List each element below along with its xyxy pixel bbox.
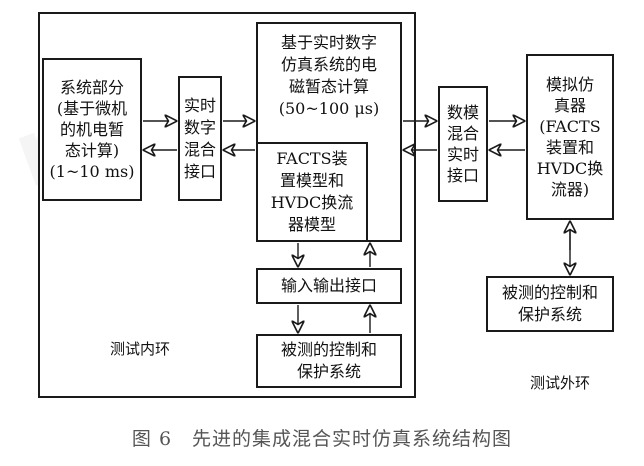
em-transient-line: 基于实时数字 [280,33,377,52]
da-interface-line: 实时 [446,145,479,164]
system-part-line: 的机电暂 [59,120,124,139]
analog-sim-line: (FACTS [539,117,601,136]
rt-interface-line: 混合 [183,139,216,159]
rt-interface-line: 实时 [183,95,216,115]
control-outer-line: 被测的控制和 [501,283,598,302]
facts-model-line: FACTS装 [276,149,348,168]
rt-interface-line: 数字 [183,117,216,137]
analog-simulator-box: 模拟仿 真器 (FACTS 装置和 HVDC换 流器) [526,54,614,220]
analog-sim-line: HVDC换 [536,159,604,178]
inner-loop-label: 测试内环 [110,340,171,358]
da-interface-line: 接口 [446,166,479,185]
analog-sim-line: 装置和 [545,138,594,157]
em-transient-line: 磁暂态计算 [288,77,369,96]
system-part-line: 态计算) [64,141,120,160]
em-transient-line: 仿真系统的电 [280,55,377,74]
io-interface-label: 输入输出接口 [280,276,377,295]
facts-model-line: 器模型 [287,215,336,234]
control-protection-inner-box: 被测的控制和 保护系统 [256,334,402,388]
control-inner-line: 保护系统 [296,362,361,381]
digital-analog-interface-box: 数模 混合 实时 接口 [438,86,488,202]
analog-sim-line: 真器 [553,96,586,115]
control-outer-line: 保护系统 [517,305,582,324]
system-part-box: 系统部分 (基于微机 的机电暂 态计算) (1~10 ms) [42,58,142,201]
control-protection-outer-box: 被测的控制和 保护系统 [486,276,614,332]
outer-loop-label: 测试外环 [530,374,591,392]
facts-model-line: 置模型和 [279,171,344,190]
da-interface-line: 混合 [446,124,479,143]
facts-hvdc-model-box: FACTS装 置模型和 HVDC换流 器模型 [256,142,368,242]
figure-caption: 图 6 先进的集成混合实时仿真系统结构图 [131,428,513,450]
system-part-line: (基于微机 [56,99,128,118]
analog-sim-line: 流器) [550,180,590,199]
system-part-line: 系统部分 [59,78,124,97]
io-interface-box: 输入输出接口 [256,268,402,304]
system-part-line: (1~10 ms) [49,162,135,181]
control-inner-line: 被测的控制和 [280,340,377,359]
realtime-digital-interface-box: 实时 数字 混合 接口 [178,76,222,201]
analog-sim-line: 模拟仿 [545,75,594,94]
facts-model-line: HVDC换流 [270,193,354,212]
da-interface-line: 数模 [446,103,479,122]
rt-interface-line: 接口 [183,161,216,181]
em-transient-line: (50~100 μs) [278,99,380,118]
